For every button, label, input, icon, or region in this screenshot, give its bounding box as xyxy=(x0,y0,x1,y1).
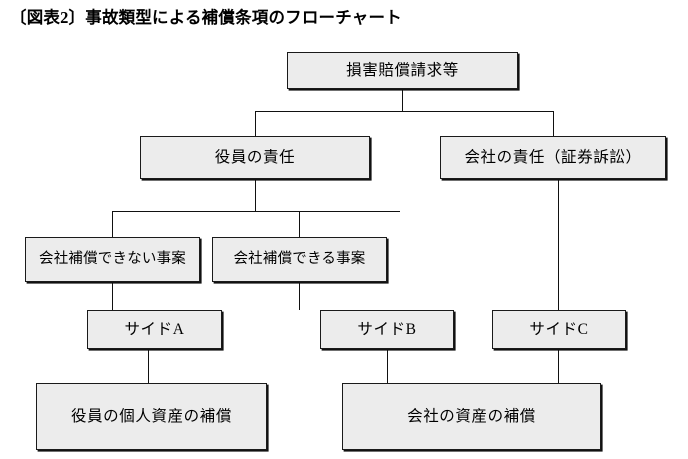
connector-root-bus xyxy=(255,111,554,112)
connector-side-b-to-company-assets xyxy=(387,348,388,383)
connector-side-a-to-officer-assets xyxy=(148,348,149,383)
node-company-assets[interactable]: 会社の資産の補償 xyxy=(342,383,601,450)
node-root[interactable]: 損害賠償請求等 xyxy=(287,52,518,89)
connector-officer-to-not-indemnifiable xyxy=(112,211,113,237)
node-not-indemnifiable[interactable]: 会社補償できない事案 xyxy=(25,237,200,282)
connector-officer-to-indemnifiable xyxy=(299,211,300,237)
connector-not-indemnifiable-to-side-a xyxy=(112,281,113,310)
node-side-c[interactable]: サイドC xyxy=(492,310,626,349)
connector-company-to-side-c xyxy=(558,178,559,310)
figure-title: 〔図表2〕事故類型による補償条項のフローチャート xyxy=(10,8,402,27)
node-indemnifiable[interactable]: 会社補償できる事案 xyxy=(212,237,387,282)
connector-root-stem xyxy=(402,88,403,111)
node-side-b[interactable]: サイドB xyxy=(320,310,454,349)
node-side-a[interactable]: サイドA xyxy=(87,310,222,349)
connector-officer-stem xyxy=(255,178,256,211)
connector-side-c-to-company-assets xyxy=(558,348,559,383)
connector-officer-bus xyxy=(112,211,400,212)
node-officer-personal-assets[interactable]: 役員の個人資産の補償 xyxy=(36,383,267,450)
connector-root-to-company xyxy=(553,111,554,136)
node-company-liability[interactable]: 会社の責任（証券訴訟） xyxy=(440,136,666,179)
connector-indemnifiable-to-side-b xyxy=(299,281,300,310)
node-officer-liability[interactable]: 役員の責任 xyxy=(140,136,370,179)
connector-root-to-officer xyxy=(255,111,256,136)
